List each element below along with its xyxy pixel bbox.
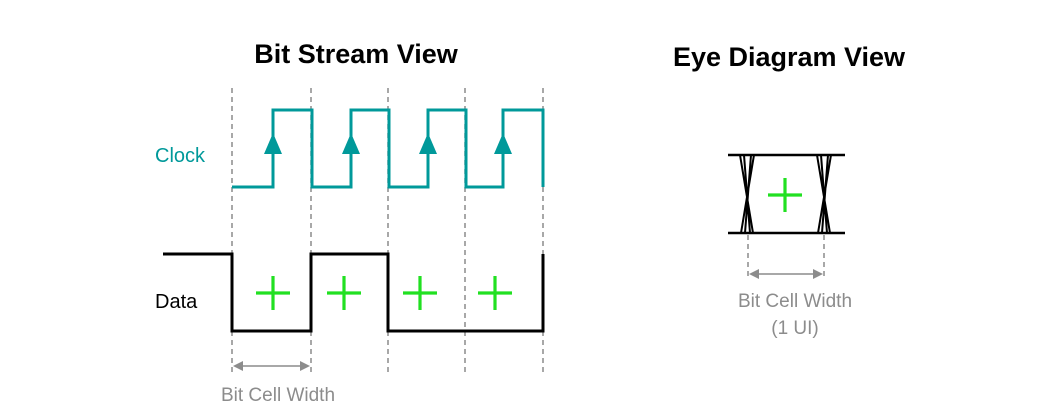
bit-stream-view: Bit Stream View Clock Data	[155, 39, 545, 406]
sampling-point-plus-icon	[478, 276, 512, 310]
arrowhead-left-icon	[233, 361, 243, 371]
sampling-point-plus-icon	[403, 276, 437, 310]
clock-waveform	[232, 108, 545, 189]
rising-edge-arrow-icon	[494, 133, 512, 154]
data-label: Data	[155, 291, 198, 313]
sampling-markers	[256, 276, 512, 310]
eye-width-dimension	[749, 269, 823, 279]
clock-label: Clock	[155, 145, 206, 167]
arrowhead-right-icon	[300, 361, 310, 371]
eye-width-label: Bit Cell Width	[738, 291, 852, 312]
rising-edge-arrow-icon	[264, 133, 282, 154]
sampling-point-plus-icon	[256, 276, 290, 310]
eye-left-crossing	[739, 154, 755, 234]
bit-cell-width-label: Bit Cell Width	[221, 385, 335, 406]
bit-stream-title: Bit Stream View	[254, 39, 459, 69]
eye-diagram-view: Eye Diagram View Bit Cell Width (1 UI)	[673, 42, 906, 339]
rising-edge-arrow-icon	[419, 133, 437, 154]
data-waveform	[163, 252, 545, 333]
eye-right-crossing	[816, 154, 832, 234]
eye-diagram-title: Eye Diagram View	[673, 42, 906, 72]
sampling-point-plus-icon	[327, 276, 361, 310]
bit-cell-width-dimension	[233, 361, 310, 371]
rising-edge-markers	[264, 133, 512, 154]
arrowhead-right-icon	[813, 269, 823, 279]
eye-width-unit-label: (1 UI)	[771, 318, 819, 339]
eye-diagram	[728, 153, 845, 235]
rising-edge-arrow-icon	[342, 133, 360, 154]
arrowhead-left-icon	[749, 269, 759, 279]
eye-sampling-point-plus-icon	[768, 178, 802, 212]
